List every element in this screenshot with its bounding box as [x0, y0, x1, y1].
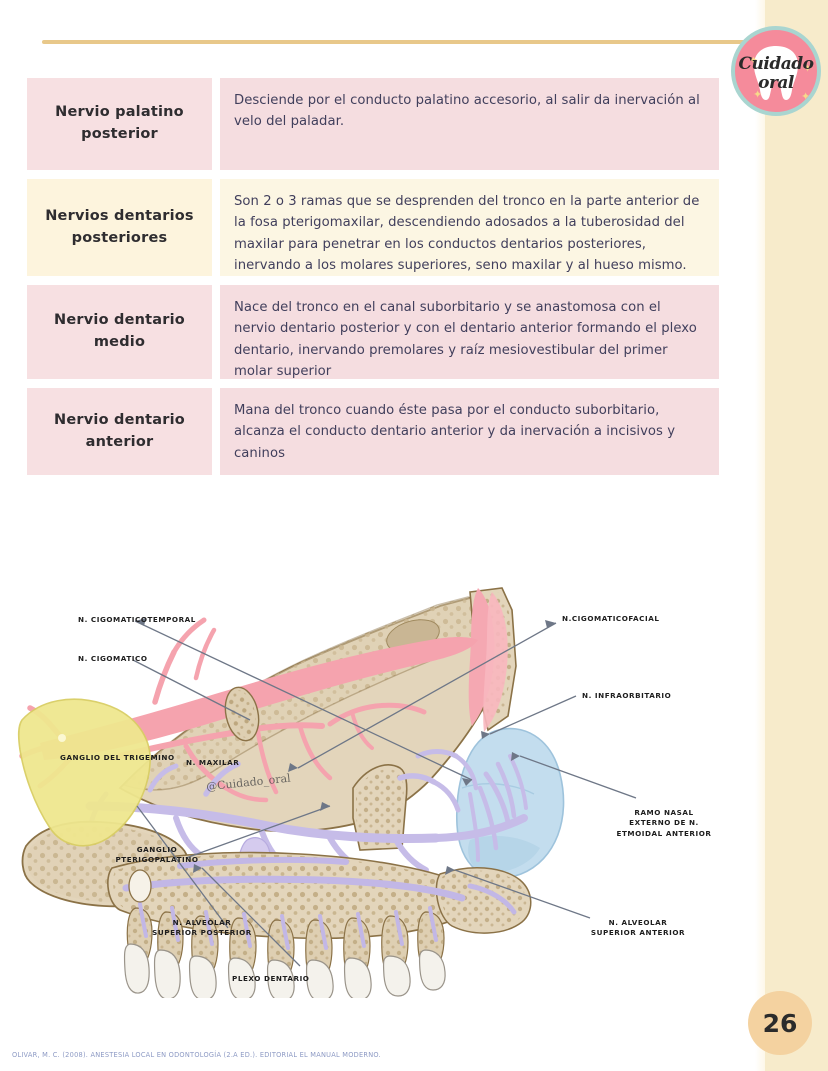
anatomy-figure: N. CIGOMATICOTEMPORAL N. CIGOMATICO GANG…: [0, 488, 765, 998]
table-row: Nervio dentario anterior Mana del tronco…: [27, 388, 719, 475]
sparkle-icon: ✦: [753, 88, 763, 101]
figure-label-ramo-nasal-externo: RAMO NASAL EXTERNO DE N. ETMOIDAL ANTERI…: [610, 808, 718, 839]
side-strip-fade: [755, 0, 765, 1071]
nerve-description-cell: Nace del tronco en el canal suborbitario…: [220, 285, 719, 379]
figure-label-line: RAMO NASAL: [634, 808, 694, 817]
figure-label-line: PTERIGOPALATINO: [115, 855, 199, 865]
figure-label-cigomatico: N. CIGOMATICO: [78, 654, 148, 663]
nerve-table: Nervio palatino posterior Desciende por …: [27, 78, 719, 484]
figure-label-plexo-dentario: PLEXO DENTARIO: [232, 974, 310, 983]
table-row: Nervio palatino posterior Desciende por …: [27, 78, 719, 170]
nerve-description-cell: Mana del tronco cuando éste pasa por el …: [220, 388, 719, 475]
sparkle-icon: ✦: [803, 62, 813, 75]
nerve-name-cell: Nervios dentarios posteriores: [27, 179, 212, 276]
figure-label-cigomaticotemporal: N. CIGOMATICOTEMPORAL: [78, 615, 196, 624]
figure-label-maxilar: N. MAXILAR: [186, 758, 240, 767]
table-row: Nervios dentarios posteriores Son 2 o 3 …: [27, 179, 719, 276]
figure-label-line: ETMOIDAL ANTERIOR: [616, 828, 712, 838]
sparkle-icon: ✦: [801, 90, 811, 103]
figure-label-alveolar-superior-posterior: N. ALVEOLAR SUPERIOR POSTERIOR: [142, 918, 262, 939]
figure-label-line: SUPERIOR POSTERIOR: [152, 928, 252, 938]
table-row: Nervio dentario medio Nace del tronco en…: [27, 285, 719, 379]
nerve-description-cell: Desciende por el conducto palatino acces…: [220, 78, 719, 170]
page-number-badge: 26: [748, 991, 812, 1055]
figure-label-line: SUPERIOR ANTERIOR: [590, 928, 686, 938]
nerve-name-cell: Nervio palatino posterior: [27, 78, 212, 170]
brand-line-2: oral: [758, 73, 794, 93]
figure-label-alveolar-superior-anterior: N. ALVEOLAR SUPERIOR ANTERIOR: [578, 918, 698, 939]
source-citation: OLIVAR, M. C. (2008). ANESTESIA LOCAL EN…: [12, 1051, 381, 1059]
side-strip: [765, 0, 828, 1071]
nerve-description-cell: Son 2 o 3 ramas que se desprenden del tr…: [220, 179, 719, 276]
figure-label-line: GANGLIO: [136, 845, 178, 854]
header-divider: [42, 40, 760, 44]
brand-logo: ✦ ✦ ✦ ✦ Cuidado oral: [731, 26, 821, 116]
sparkle-icon: ✦: [749, 54, 759, 67]
figure-label-cigomaticofacial: N.CIGOMATICOFACIAL: [562, 614, 660, 623]
tooth-icon: [751, 44, 801, 102]
nerve-name-cell: Nervio dentario anterior: [27, 388, 212, 475]
anatomy-illustration: [17, 587, 637, 998]
figure-label-line: N. ALVEOLAR: [172, 918, 232, 927]
brand-wordmark: Cuidado oral: [735, 56, 817, 92]
figure-label-line: N. ALVEOLAR: [608, 918, 668, 927]
brand-line-1: Cuidado: [738, 54, 814, 74]
nerve-name-cell: Nervio dentario medio: [27, 285, 212, 379]
figure-label-line: EXTERNO DE N.: [629, 818, 699, 828]
figure-label-ganglio-trigemino: GANGLIO DEL TRIGEMINO: [60, 753, 175, 762]
figure-label-infraorbitario: N. INFRAORBITARIO: [582, 691, 672, 700]
figure-label-ganglio-pterigopalatino: GANGLIO PTERIGOPALATINO: [102, 845, 212, 866]
